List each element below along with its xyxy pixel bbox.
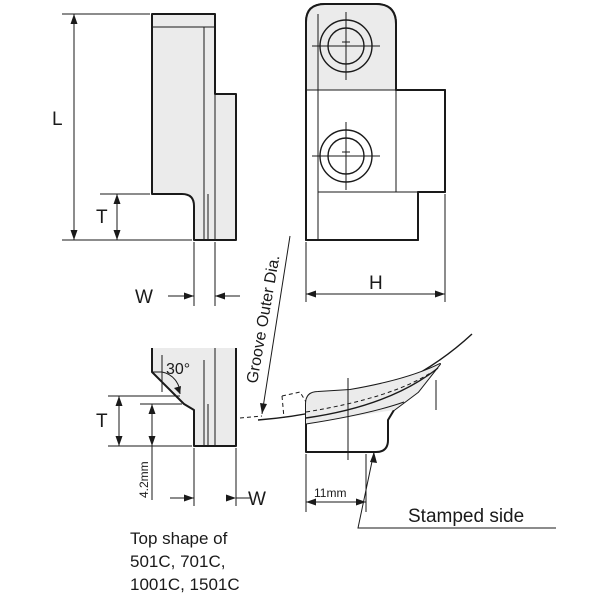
groove-dashed-profile-2 bbox=[281, 395, 285, 419]
dim-11-label: 11mm bbox=[314, 486, 346, 500]
caption-line-1: Top shape of bbox=[130, 529, 228, 548]
groove-dia-leader bbox=[261, 235, 291, 415]
width-top-label: W bbox=[135, 287, 153, 308]
arrow-icon bbox=[356, 498, 366, 506]
arrow-icon bbox=[70, 14, 78, 24]
groove-dashed-profile bbox=[239, 391, 307, 419]
arrow-icon bbox=[174, 386, 181, 394]
arrow-icon bbox=[115, 396, 123, 406]
stamped-side-label: Stamped side bbox=[408, 506, 524, 527]
thickness-top-label: T bbox=[96, 207, 108, 228]
top-shape-view: 30° T 4.2mm W Top shape of 501C, 701C, 1… bbox=[96, 348, 266, 594]
groove-outer-dia-label: Groove Outer Dia. bbox=[244, 254, 283, 385]
arrow-icon bbox=[435, 290, 445, 298]
dim-4-2-label: 4.2mm bbox=[137, 461, 151, 498]
side-view: L T W bbox=[52, 13, 240, 308]
arrow-icon bbox=[226, 494, 236, 502]
bolt-hole-upper bbox=[312, 12, 380, 80]
front-view-upper-band bbox=[306, 4, 396, 90]
arrow-icon bbox=[215, 292, 225, 300]
caption-line-2: 501C, 701C, bbox=[130, 552, 225, 571]
arrow-icon bbox=[370, 452, 377, 463]
jaw-groove-inner bbox=[305, 401, 405, 425]
arrow-icon bbox=[113, 194, 121, 204]
arrow-icon bbox=[113, 230, 121, 240]
groove-view: 11mm Stamped side Groove Outer Dia. bbox=[239, 235, 556, 529]
angle-label: 30° bbox=[166, 361, 190, 378]
thickness-bottom-label: T bbox=[96, 411, 108, 432]
arrow-icon bbox=[70, 230, 78, 240]
bolt-hole-lower bbox=[312, 122, 380, 190]
top-shape-body bbox=[151, 348, 237, 447]
length-label: L bbox=[52, 109, 63, 130]
caption-line-3: 1001C, 1501C bbox=[130, 575, 240, 594]
side-view-body bbox=[151, 13, 237, 241]
arrow-icon bbox=[148, 436, 156, 446]
arrow-icon bbox=[184, 494, 194, 502]
arrow-icon bbox=[306, 498, 316, 506]
arrow-icon bbox=[260, 403, 267, 414]
stamped-side-leader bbox=[357, 451, 398, 529]
jaw-groove-line bbox=[305, 367, 439, 419]
jaw-groove-dashed bbox=[305, 371, 433, 413]
front-view: H bbox=[305, 3, 446, 302]
arrow-icon bbox=[306, 290, 316, 298]
arrow-icon bbox=[148, 404, 156, 414]
width-bottom-label: W bbox=[248, 489, 266, 510]
height-label: H bbox=[369, 273, 383, 294]
arrow-icon bbox=[184, 292, 194, 300]
jaw-shaded-top bbox=[306, 364, 440, 424]
arrow-icon bbox=[115, 436, 123, 446]
